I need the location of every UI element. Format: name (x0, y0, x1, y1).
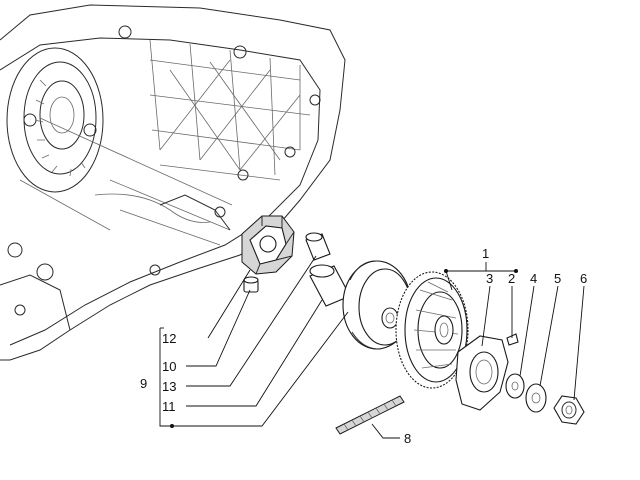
nut-part-6 (553, 395, 585, 425)
crankcase-housing (0, 4, 346, 361)
pulley-half-part-9 (342, 260, 412, 350)
callout-5: 5 (554, 271, 561, 286)
callout-13: 13 (162, 379, 176, 394)
belt-part-8 (335, 395, 405, 435)
cover-plate-part-3 (455, 335, 509, 411)
callout-3: 3 (486, 271, 493, 286)
washer-part-5 (525, 383, 547, 413)
fan-pulley-part-1 (395, 271, 469, 389)
callout-12: 12 (162, 331, 176, 346)
callout-6: 6 (580, 271, 587, 286)
callout-1: 1 (482, 246, 489, 261)
ramp-plate-part-12 (241, 215, 295, 275)
sleeve-part-13 (305, 232, 331, 261)
callout-9: 9 (140, 376, 147, 391)
washer-part-4 (505, 373, 525, 399)
callout-11: 11 (162, 399, 176, 414)
callout-labels: 1 2 3 4 5 6 8 9 10 11 12 13 (140, 246, 587, 446)
callout-2: 2 (508, 271, 515, 286)
callout-10: 10 (162, 359, 176, 374)
callout-8: 8 (404, 431, 411, 446)
pin-part-2 (506, 333, 519, 346)
bushing-part-10 (243, 276, 259, 293)
callout-4: 4 (530, 271, 537, 286)
leader-lines (159, 255, 585, 439)
